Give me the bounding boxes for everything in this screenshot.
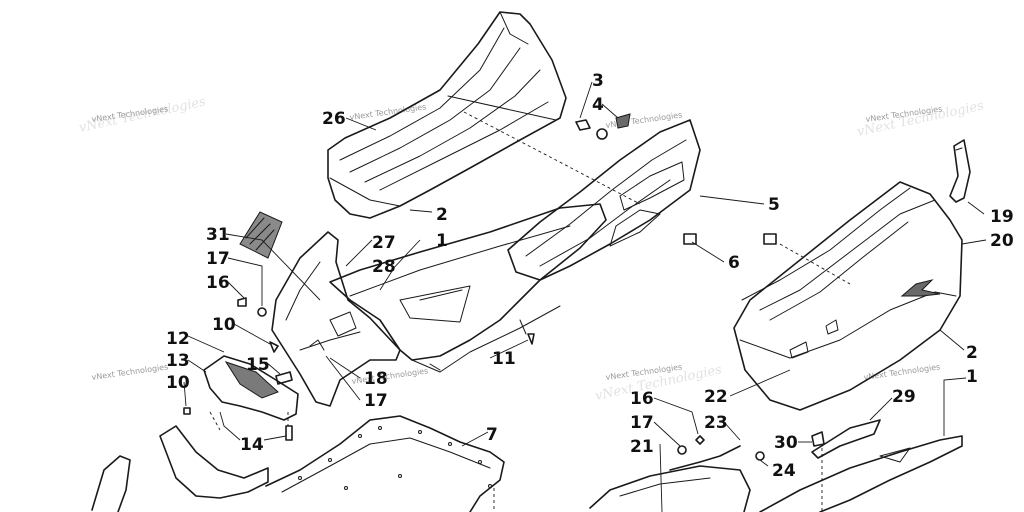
leader-lines [183,81,987,512]
callout-21: 21 [630,437,654,457]
callout-7: 7 [486,425,498,445]
screw-10b [183,407,191,415]
callout-17: 17 [206,249,230,269]
grommet-6a [683,233,697,245]
screw-10 [269,341,279,353]
callout-18: 18 [364,369,388,389]
small-hardware [183,113,881,471]
callout-2b: 2 [966,343,978,363]
callout-14: 14 [240,435,264,455]
callout-3: 3 [592,71,604,91]
callout-13: 13 [166,351,190,371]
callout-29: 29 [892,387,916,407]
callout-27: 27 [372,233,396,253]
lever-part [949,139,971,203]
fastener-30 [811,431,825,447]
callout-11: 11 [492,349,516,369]
frame-panel-part [507,119,701,281]
callout-23: 23 [704,413,728,433]
left-fender-part [91,355,299,512]
callout-1b: 1 [966,367,978,387]
skid-plate-part [265,415,505,512]
clip-4 [615,113,631,129]
washer-4 [596,128,608,140]
watermark: vNext Technologies [863,362,941,382]
right-hood-part [733,181,963,411]
callout-19: 19 [990,207,1014,227]
callout-17c: 17 [630,413,654,433]
callout-17b: 17 [364,391,388,411]
fastener-14 [285,425,293,441]
callout-20: 20 [990,231,1014,251]
upper-cover-part [327,11,567,219]
washer-17 [257,307,267,317]
callout-2: 2 [436,205,448,225]
callout-10: 10 [212,315,236,335]
callout-5: 5 [768,195,780,215]
clip-15 [275,371,293,385]
grommet-6b [763,233,777,245]
panel-29 [811,419,881,459]
callout-26: 26 [322,109,346,129]
decal-part [239,211,283,259]
callout-10b: 10 [166,373,190,393]
callout-numbers: 26 3 4 2 31 27 1 17 28 16 10 12 13 15 10… [166,71,1014,481]
rivet-11 [527,333,535,345]
callout-4: 4 [592,95,604,115]
callout-28: 28 [372,257,396,277]
belly-pan-part [329,203,607,373]
callout-12: 12 [166,329,190,349]
callout-1: 1 [436,231,448,251]
callout-15: 15 [246,355,270,375]
watermark: vNext Technologies [91,362,169,382]
callout-24: 24 [772,461,796,481]
screw-16b [695,435,705,445]
pin-24 [755,451,765,461]
callout-31: 31 [206,225,230,245]
screw-16 [237,297,247,307]
callout-16b: 16 [630,389,654,409]
right-lower-pan-part [589,435,963,512]
rod-23 [669,445,741,471]
callout-30: 30 [774,433,798,453]
left-side-panel-part [271,231,401,407]
callout-16: 16 [206,273,230,293]
callout-22: 22 [704,387,728,407]
washer-17b [677,445,687,455]
callout-6: 6 [728,253,740,273]
bolt-3 [575,119,591,131]
watermark: vNext Technologies [351,366,429,386]
